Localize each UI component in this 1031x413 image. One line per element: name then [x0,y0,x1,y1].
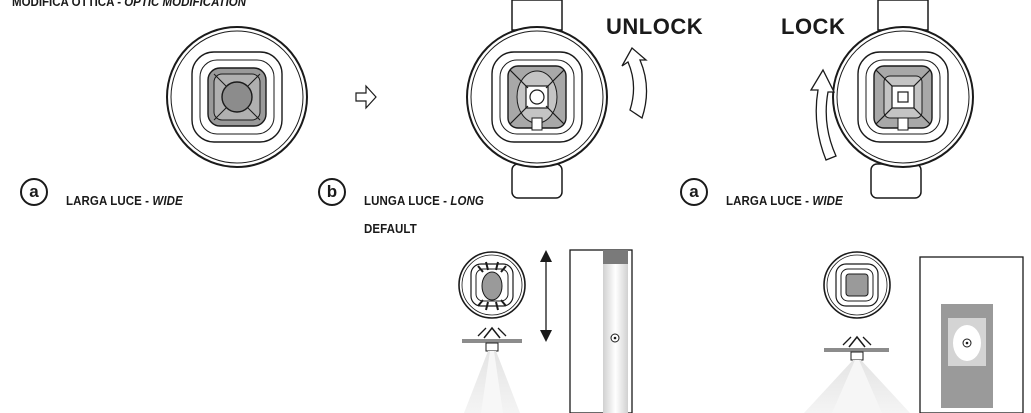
lock-rotation-arrow [809,68,837,161]
long-beam-detail [458,249,633,413]
step-sublabel-default: DEFAULT [364,222,417,236]
step-label-wide-final: LARGA LUCE - WIDE [726,194,843,208]
wide-beam-detail [804,251,1024,413]
fixture-wide-initial [166,26,308,168]
step-label-wide: LARGA LUCE - WIDE [66,194,183,208]
figure-title: MODIFICA OTTICA - OPTIC MODIFICATION [12,0,247,9]
step-badge-long: b [318,178,346,206]
fixture-wide-lock [832,0,974,199]
step-badge-wide: a [20,178,48,206]
unlock-label: UNLOCK [606,14,704,39]
lock-label: LOCK [781,14,846,39]
unlock-rotation-arrow [621,46,648,120]
next-step-arrow [355,84,377,110]
fixture-long-unlock [466,0,608,199]
step-badge-wide-final: a [680,178,708,206]
step-label-long: LUNGA LUCE - LONG [364,194,484,208]
